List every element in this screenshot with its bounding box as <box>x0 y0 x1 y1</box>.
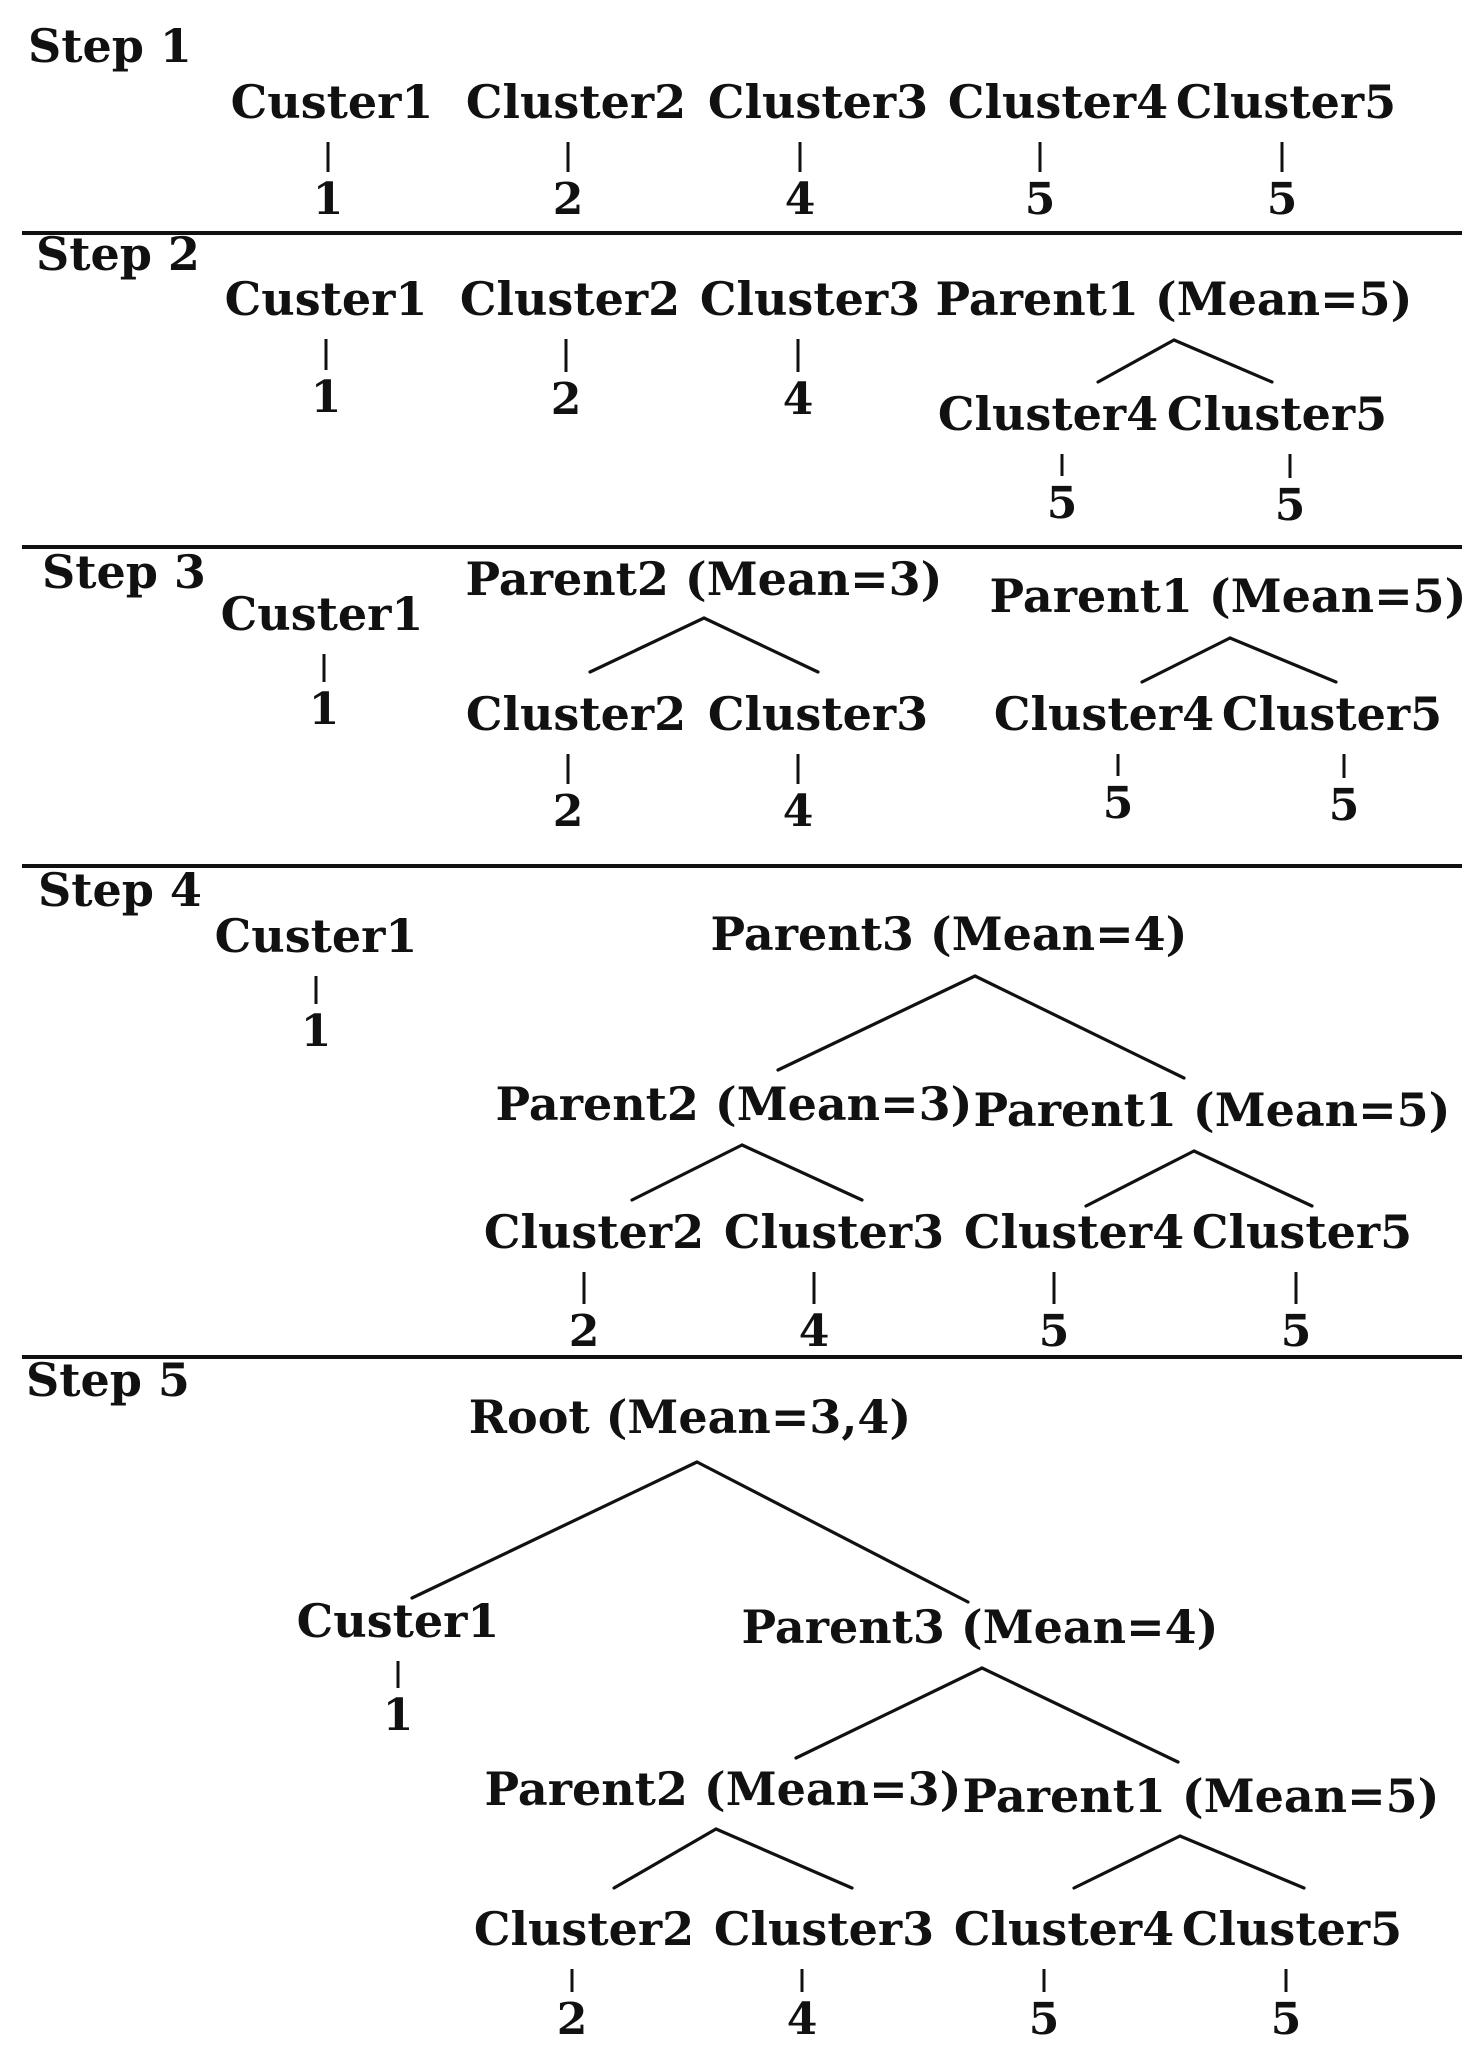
tree-edge-p2-c2 <box>588 616 706 674</box>
cluster-value-c1: 1 <box>309 684 340 735</box>
cluster-value-c5: 5 <box>1281 1306 1312 1357</box>
cluster-node-c4: Cluster4 <box>954 1902 1174 1956</box>
cluster-node-c2: Cluster2 <box>466 687 686 741</box>
cluster-node-c1: Custer1 <box>215 909 418 963</box>
cluster-node-c2: Cluster2 <box>466 75 686 129</box>
step-label: Step 2 <box>36 227 200 281</box>
cluster-node-c4: Cluster4 <box>964 1205 1184 1259</box>
cluster-node-c5: Cluster5 <box>1176 75 1396 129</box>
cluster-value-c2: 2 <box>551 374 582 425</box>
cluster-node-c4: Cluster4 <box>994 687 1214 741</box>
parent-node-p3: Parent3 (Mean=4) <box>742 1600 1219 1654</box>
cluster-value-c5: 5 <box>1275 480 1306 531</box>
step-label: Step 3 <box>42 545 206 599</box>
tree-edge-p2-c2 <box>630 1143 744 1202</box>
tree-edge-p1-c5 <box>1228 636 1338 684</box>
cluster-value-c3: 4 <box>787 1994 818 2045</box>
tree-edge-p1-c5 <box>1178 1834 1306 1890</box>
tree-edge-root-p3 <box>695 1460 970 1604</box>
cluster-value-c3: 4 <box>783 786 814 837</box>
cluster-node-c4: Cluster4 <box>938 387 1158 441</box>
parent-node-p1: Parent1 (Mean=5) <box>974 1083 1451 1137</box>
tree-edge-p3-p1 <box>980 1666 1180 1764</box>
step-label: Step 1 <box>28 19 192 73</box>
cluster-node-c2: Cluster2 <box>460 272 680 326</box>
tree-edge-p1-c4 <box>1140 636 1232 684</box>
step-2-panel: Step 2 Custer1 1 Cluster2 2 Cluster3 4 Parent1 … <box>22 227 1462 549</box>
step-label: Step 5 <box>26 1353 190 1407</box>
parent-node-p2: Parent2 (Mean=3) <box>496 1077 973 1131</box>
tree-edge-p3-p1 <box>973 974 1186 1080</box>
parent-node-root: Root (Mean=3,4) <box>469 1390 911 1444</box>
cluster-value-c1: 1 <box>301 1006 332 1057</box>
tree-edge-p2-c2 <box>612 1827 718 1890</box>
tree-edge-p1-c4 <box>1084 1149 1196 1208</box>
cluster-node-c2: Cluster2 <box>484 1205 704 1259</box>
tree-edge-p3-p2 <box>794 1666 984 1760</box>
cluster-node-c3: Cluster3 <box>708 687 928 741</box>
tree-edge-p2-c3 <box>740 1143 864 1202</box>
step-label: Step 4 <box>38 863 202 917</box>
cluster-value-c4: 5 <box>1103 778 1134 829</box>
cluster-value-c2: 2 <box>557 1994 588 2045</box>
step-1-panel: Step 1 Custer1 1 Cluster2 2 Cluster3 4 Cluster4… <box>22 19 1462 235</box>
cluster-value-c4: 5 <box>1025 174 1056 225</box>
cluster-node-c3: Cluster3 <box>700 272 920 326</box>
cluster-value-c5: 5 <box>1329 780 1360 831</box>
cluster-value-c3: 4 <box>799 1306 830 1357</box>
cluster-node-c1: Custer1 <box>221 587 424 641</box>
cluster-node-c1: Custer1 <box>297 1594 500 1648</box>
cluster-node-c5: Cluster5 <box>1182 1902 1402 1956</box>
cluster-value-c4: 5 <box>1029 1994 1060 2045</box>
parent-node-p1: Parent1 (Mean=5) <box>963 1769 1440 1823</box>
tree-edge-p2-c3 <box>714 1827 854 1890</box>
parent-node-p2: Parent2 (Mean=3) <box>485 1762 962 1816</box>
tree-edge-p1-c4 <box>1096 338 1176 384</box>
cluster-value-c4: 5 <box>1047 478 1078 529</box>
cluster-value-c5: 5 <box>1271 1994 1302 2045</box>
parent-node-p1: Parent1 (Mean=5) <box>990 569 1467 623</box>
cluster-value-c3: 4 <box>785 174 816 225</box>
cluster-value-c2: 2 <box>553 174 584 225</box>
cluster-value-c4: 5 <box>1039 1306 1070 1357</box>
tree-edge-root-c1 <box>410 1460 699 1600</box>
tree-edge-p2-c3 <box>702 616 820 674</box>
cluster-node-c3: Cluster3 <box>714 1902 934 1956</box>
cluster-value-c5: 5 <box>1267 174 1298 225</box>
tree-edge-p1-c4 <box>1072 1834 1182 1890</box>
cluster-value-c1: 1 <box>311 372 342 423</box>
tree-edge-p3-p2 <box>776 974 977 1072</box>
cluster-node-c3: Cluster3 <box>708 75 928 129</box>
cluster-node-c1: Custer1 <box>231 75 434 129</box>
cluster-node-c5: Cluster5 <box>1192 1205 1412 1259</box>
parent-node-p2: Parent2 (Mean=3) <box>466 552 943 606</box>
cluster-value-c2: 2 <box>553 786 584 837</box>
step-3-panel: Step 3 Custer1 1 Parent2 (Mean=3) Cluster2 2 C… <box>22 545 1467 868</box>
cluster-node-c2: Cluster2 <box>474 1902 694 1956</box>
cluster-node-c5: Cluster5 <box>1167 387 1387 441</box>
cluster-value-c2: 2 <box>569 1306 600 1357</box>
parent-node-p3: Parent3 (Mean=4) <box>711 907 1188 961</box>
cluster-value-c1: 1 <box>313 174 344 225</box>
parent-node-p1: Parent1 (Mean=5) <box>936 272 1413 326</box>
cluster-node-c1: Custer1 <box>225 272 428 326</box>
cluster-value-c3: 4 <box>783 374 814 425</box>
cluster-node-c3: Cluster3 <box>724 1205 944 1259</box>
cluster-value-c1: 1 <box>383 1690 414 1741</box>
tree-edge-p1-c5 <box>1172 338 1274 384</box>
step-5-panel: Step 5 Root (Mean=3,4) Custer1 1 Parent3 (Me… <box>26 1353 1439 2045</box>
cluster-node-c5: Cluster5 <box>1222 687 1442 741</box>
tree-edge-p1-c5 <box>1192 1149 1314 1208</box>
cluster-node-c4: Cluster4 <box>948 75 1168 129</box>
